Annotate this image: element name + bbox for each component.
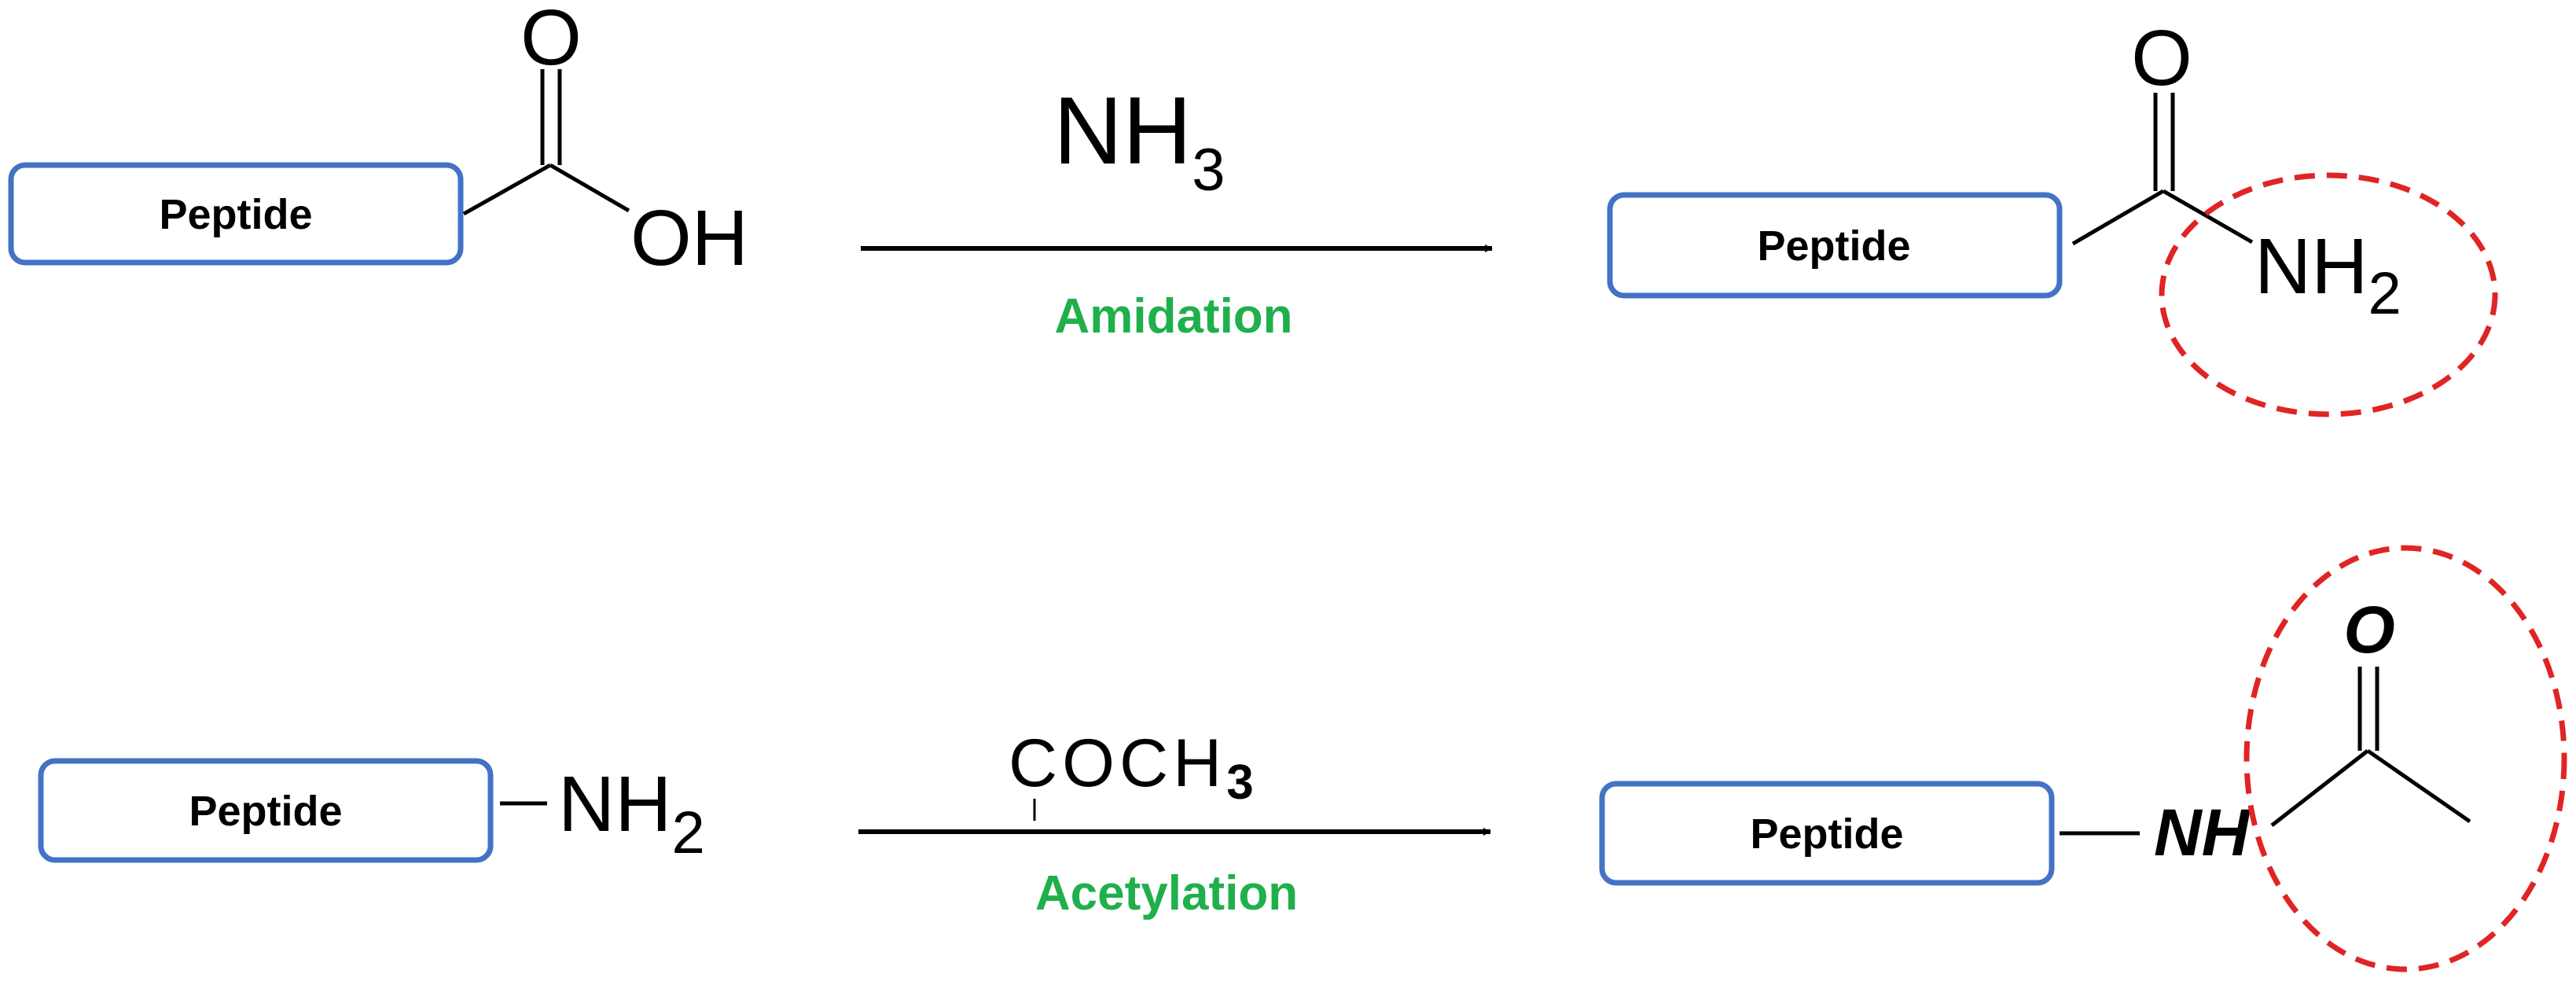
acetylation-reaction: Peptide NH2 COCH3 Acetylation Peptide NH…	[38, 545, 2567, 972]
reagent-formula: NH3	[1053, 77, 1226, 204]
peptide-box	[1607, 192, 2063, 299]
amidation-product: Peptide O NH2	[1607, 14, 2498, 417]
acetylation-product: Peptide NH O	[1599, 545, 2567, 972]
amide-subscript: 2	[2368, 260, 2401, 327]
amine-group: NH2	[558, 760, 705, 866]
peptide-box	[38, 758, 494, 863]
amine-subscript: 2	[671, 799, 704, 866]
reaction-label: Acetylation	[1035, 866, 1298, 921]
peptide-label: Peptide	[1757, 222, 1910, 270]
acetylation-reactant: Peptide NH2	[38, 758, 705, 866]
reagent-subscript: 3	[1226, 755, 1258, 810]
peptide-label: Peptide	[1750, 810, 1903, 858]
reagent-formula: COCH3	[1009, 726, 1259, 810]
amidation-arrow-group: NH3 Amidation	[861, 77, 1493, 344]
reagent-main: COCH	[1009, 726, 1226, 801]
amide-n: NH	[2254, 222, 2368, 311]
carbonyl-oxygen: O	[2343, 593, 2394, 667]
bond	[2270, 749, 2369, 827]
amidation-reaction: Peptide O OH NH3 Amidation Peptide O NH2	[8, 0, 2498, 417]
carbonyl-oxygen: O	[2131, 14, 2192, 102]
reagent-main: NH	[1053, 77, 1192, 184]
bond	[2366, 748, 2471, 824]
carbonyl-oxygen: O	[520, 0, 582, 82]
amine-n: NH	[558, 760, 671, 848]
acetylation-arrow-group: COCH3 Acetylation	[858, 726, 1491, 921]
bond	[549, 163, 630, 213]
peptide-label: Peptide	[159, 191, 312, 238]
peptide-box	[8, 162, 464, 266]
hydroxyl-group: OH	[630, 194, 748, 282]
peptide-label: Peptide	[189, 788, 342, 835]
amidation-reactant: Peptide O OH	[8, 0, 748, 282]
bond	[462, 163, 552, 216]
peptide-box	[1599, 781, 2055, 886]
reaction-label: Amidation	[1054, 289, 1292, 344]
amide-group: NH2	[2254, 222, 2401, 327]
reagent-subscript: 3	[1192, 137, 1225, 204]
highlight-circle	[2243, 545, 2567, 972]
highlight-circle	[2159, 172, 2498, 417]
bond	[2162, 189, 2254, 244]
amide-nh: NH	[2154, 796, 2251, 869]
bond	[2071, 189, 2165, 246]
